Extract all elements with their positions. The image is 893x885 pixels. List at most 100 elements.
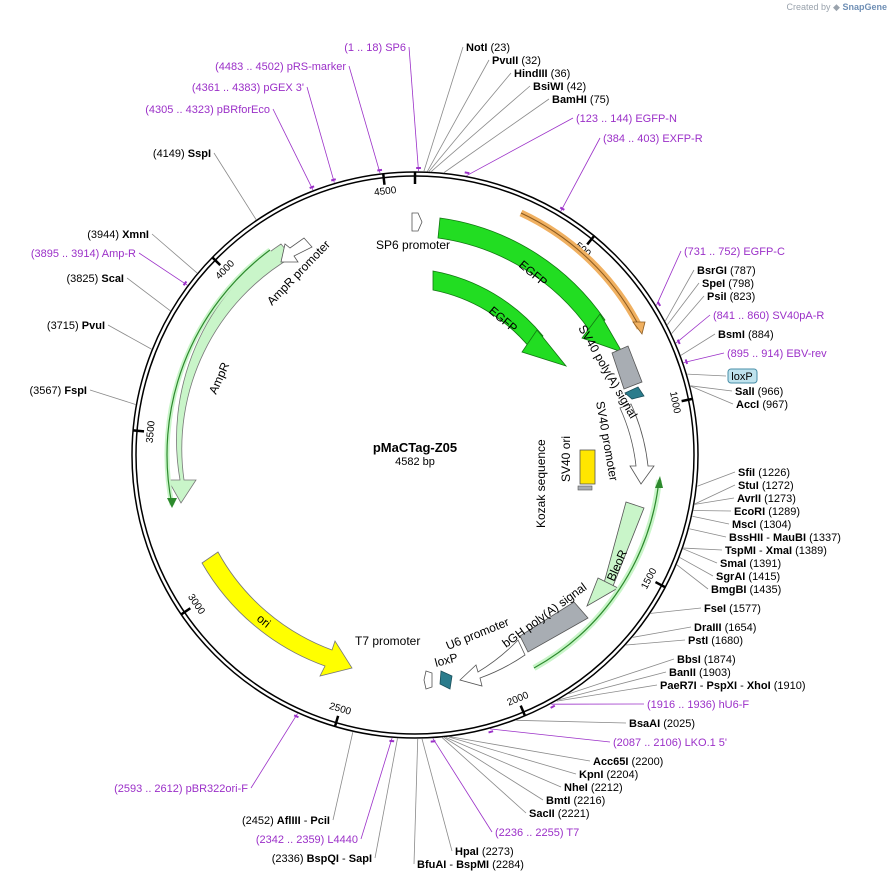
label-l4440[interactable]: (2342 .. 2359) L4440	[256, 834, 358, 846]
feature-sv40-ori[interactable]	[579, 449, 596, 485]
leader-pgex3	[306, 86, 335, 183]
label-sp6[interactable]: (1 .. 18) SP6	[344, 42, 406, 54]
label-pos-pbr322ori-f: (2593 .. 2612)	[114, 783, 183, 795]
label-bsiwi[interactable]: BsiWI (42)	[533, 81, 586, 93]
label-t7[interactable]: (2236 .. 2255) T7	[495, 827, 579, 839]
label-acc65i[interactable]: Acc65I (2200)	[593, 756, 663, 768]
label-ecori[interactable]: EcoRI (1289)	[734, 506, 800, 518]
label-pgex3[interactable]: (4361 .. 4383) pGEX 3'	[192, 82, 304, 94]
label-bmgbi[interactable]: BmgBI (1435)	[711, 584, 781, 596]
label-bspqi[interactable]: (2336) BspQI - SapI	[272, 853, 372, 865]
label-bbsi[interactable]: BbsI (1874)	[677, 654, 736, 666]
leader-exfp-r	[560, 137, 601, 212]
label-sgrai[interactable]: SgrAI (1415)	[716, 571, 780, 583]
label-nhei[interactable]: NheI (2212)	[564, 782, 623, 794]
loxp-tag-box[interactable]	[727, 368, 758, 384]
label-psii[interactable]: PsiI (823)	[707, 291, 755, 303]
label-fsei[interactable]: FseI (1577)	[704, 603, 761, 615]
label-amp-r[interactable]: (3895 .. 3914) Amp-R	[31, 248, 136, 260]
feature-kozak[interactable]	[577, 485, 593, 491]
label-noti[interactable]: NotI (23)	[466, 42, 510, 54]
label-sacii[interactable]: SacII (2221)	[529, 808, 590, 820]
label-name3-paer7i: XhoI	[747, 680, 771, 692]
label-egfp-n[interactable]: (123 .. 144) EGFP-N	[576, 113, 677, 125]
feature-sp6-promoter[interactable]	[411, 212, 423, 232]
label-pos-paer7i: (1910)	[774, 680, 806, 692]
snapgene-credit: Created by ◆ SnapGene	[787, 2, 888, 13]
label-msci[interactable]: MscI (1304)	[732, 519, 791, 531]
label-pvui[interactable]: (3715) PvuI	[47, 320, 105, 332]
leader-bfuai	[413, 738, 419, 865]
label-name-fspi: FspI	[64, 385, 87, 397]
label-scai[interactable]: (3825) ScaI	[67, 273, 125, 285]
tick-label-1000: 1000	[667, 391, 682, 415]
label-psti[interactable]: PstI (1680)	[688, 635, 743, 647]
primer-mark-sv40pa-r	[676, 339, 681, 345]
tick-label-3500: 3500	[145, 420, 158, 444]
label-pos-spei: (798)	[728, 278, 754, 290]
label-ebv-rev[interactable]: (895 .. 914) EBV-rev	[727, 348, 827, 360]
label-pbrforeco[interactable]: (4305 .. 4323) pBRforEco	[145, 104, 270, 116]
label-smai[interactable]: SmaI (1391)	[720, 558, 781, 570]
label-sv40pa-r[interactable]: (841 .. 860) SV40pA-R	[713, 310, 824, 322]
label-kpni[interactable]: KpnI (2204)	[579, 769, 638, 781]
label-hindiii[interactable]: HindIII (36)	[514, 68, 570, 80]
label-bsmi[interactable]: BsmI (884)	[718, 329, 774, 341]
leader-psii	[671, 295, 705, 334]
label-name2-bfuai: BspMI	[456, 859, 489, 871]
label-bamhi[interactable]: BamHI (75)	[552, 94, 609, 106]
label-name-sacii: SacII	[529, 808, 555, 820]
feature-sv40-polya[interactable]	[611, 345, 643, 390]
label-hpai[interactable]: HpaI (2273)	[455, 846, 514, 858]
label-bsshii[interactable]: BssHII - MauBI (1337)	[729, 532, 841, 544]
label-stui[interactable]: StuI (1272)	[738, 480, 794, 492]
label-banii[interactable]: BanII (1903)	[669, 667, 731, 679]
loxp-marker-lower[interactable]	[439, 670, 453, 690]
label-pvuii[interactable]: PvuII (32)	[492, 55, 541, 67]
label-xmni[interactable]: (3944) XmnI	[87, 229, 149, 241]
label-sfii[interactable]: SfiI (1226)	[738, 467, 790, 479]
label-afliii[interactable]: (2452) AflIII - PciI	[242, 815, 330, 827]
label-bsaai[interactable]: BsaAI (2025)	[629, 718, 695, 730]
leader-afliii	[332, 732, 354, 821]
label-avrii[interactable]: AvrII (1273)	[737, 493, 796, 505]
label-bmti[interactable]: BmtI (2216)	[546, 795, 605, 807]
feature-ori[interactable]	[201, 551, 353, 677]
label-pos-bmti: (2216)	[574, 795, 606, 807]
label-egfp-c[interactable]: (731 .. 752) EGFP-C	[684, 246, 785, 258]
feature-egfp-inner[interactable]	[432, 270, 544, 349]
label-draiii[interactable]: DraIII (1654)	[694, 622, 756, 634]
label-prs-marker[interactable]: (4483 .. 4502) pRS-marker	[215, 61, 346, 73]
egfp-inner-arrowhead	[521, 329, 568, 367]
label-pos-bmgbi: (1435)	[750, 584, 782, 596]
label-name-psti: PstI	[688, 635, 708, 647]
label-fspi[interactable]: (3567) FspI	[30, 385, 87, 397]
label-bfuai[interactable]: BfuAI - BspMI (2284)	[417, 859, 524, 871]
label-name2-tspmi: XmaI	[766, 545, 792, 557]
label-hu6-f[interactable]: (1916 .. 1936) hU6-F	[647, 699, 749, 711]
feature-bgh-polya[interactable]	[519, 601, 589, 653]
leader-bsaai	[516, 719, 627, 724]
label-lko1[interactable]: (2087 .. 2106) LKO.1 5'	[613, 737, 727, 749]
feature-t7-promoter[interactable]	[423, 670, 433, 690]
label-spei[interactable]: SpeI (798)	[702, 278, 754, 290]
label-name2-paer7i: PspXI	[706, 680, 737, 692]
label-sspi[interactable]: (4149) SspI	[153, 148, 211, 160]
label-bsrgi[interactable]: BsrGI (787)	[697, 265, 756, 277]
label-name-pvuii: PvuII	[492, 55, 518, 67]
label-pbr322ori-f[interactable]: (2593 .. 2612) pBR322ori-F	[114, 783, 248, 795]
leader-pbrforeco	[272, 108, 314, 191]
leader-paer7i	[556, 684, 658, 702]
tick-1500	[654, 580, 666, 589]
feature-u6-promoter[interactable]	[459, 639, 526, 687]
feature-sv40-promoter[interactable]	[619, 403, 655, 485]
label-sali[interactable]: SalI (966)	[735, 386, 783, 398]
label-tspmi[interactable]: TspMI - XmaI (1389)	[725, 545, 827, 557]
label-acci[interactable]: AccI (967)	[736, 399, 788, 411]
label-name-exfp-r: EXFP-R	[662, 133, 702, 145]
loxp-marker-upper[interactable]	[624, 386, 645, 400]
label-exfp-r[interactable]: (384 .. 403) EXFP-R	[603, 133, 703, 145]
label-paer7i[interactable]: PaeR7I - PspXI - XhoI (1910)	[660, 680, 806, 692]
feature-ampr-promoter[interactable]	[280, 237, 313, 263]
feature-ampr[interactable]	[167, 243, 293, 504]
